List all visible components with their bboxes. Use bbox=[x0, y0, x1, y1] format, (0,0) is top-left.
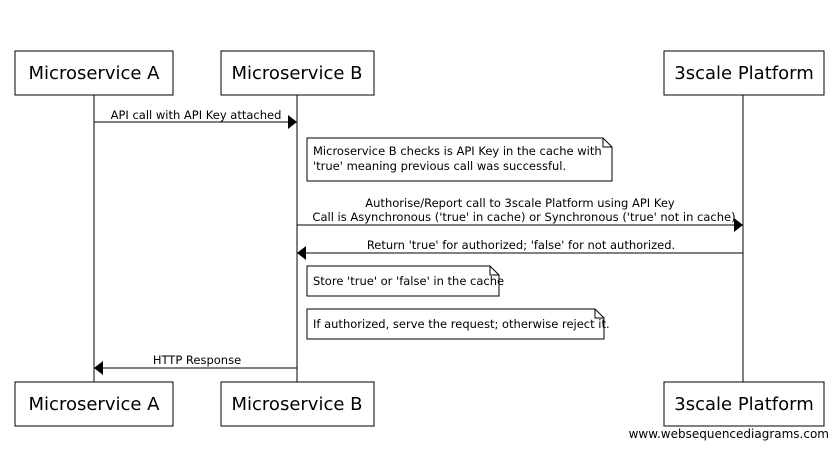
participant-label: Microservice B bbox=[232, 394, 363, 415]
arrow-head-right-icon bbox=[734, 218, 743, 232]
participant-label: 3scale Platform bbox=[674, 63, 813, 84]
message-api-call: API call with API Key attached bbox=[94, 108, 297, 129]
participant-bottom-microservice-b: Microservice B bbox=[220, 381, 375, 427]
participant-label: 3scale Platform bbox=[674, 394, 813, 415]
note-shape bbox=[306, 308, 605, 340]
message-label: Return 'true' for authorized; 'false' fo… bbox=[367, 238, 675, 252]
arrow-head-left-icon bbox=[297, 246, 306, 260]
arrow-head-right-icon bbox=[288, 115, 297, 129]
arrow-head-left-icon bbox=[94, 361, 103, 375]
participant-label: Microservice A bbox=[29, 63, 161, 84]
message-http-response: HTTP Response bbox=[94, 353, 297, 375]
note-store-cache: Store 'true' or 'false' in the cache bbox=[306, 265, 504, 297]
message-authorise-report: Authorise/Report call to 3scale Platform… bbox=[297, 196, 743, 232]
participant-bottom-microservice-a: Microservice A bbox=[14, 381, 174, 427]
note-fold-icon bbox=[489, 266, 499, 276]
note-fold-icon bbox=[594, 309, 604, 319]
message-return-authorization: Return 'true' for authorized; 'false' fo… bbox=[297, 238, 743, 260]
note-shape bbox=[306, 265, 500, 297]
message-label: Call is Asynchronous ('true' in cache) o… bbox=[312, 210, 735, 224]
note-line: Store 'true' or 'false' in the cache bbox=[313, 274, 504, 288]
message-label: Authorise/Report call to 3scale Platform… bbox=[365, 196, 675, 210]
note-fold-icon bbox=[602, 138, 612, 148]
message-label: HTTP Response bbox=[153, 353, 241, 367]
note-shape bbox=[306, 137, 613, 182]
note-line: If authorized, serve the request; otherw… bbox=[313, 317, 610, 331]
note-line: Microservice B checks is API Key in the … bbox=[313, 144, 602, 158]
participant-top-3scale-platform: 3scale Platform bbox=[663, 50, 825, 96]
note-cache-check: Microservice B checks is API Key in the … bbox=[306, 137, 613, 182]
participant-bottom-3scale-platform: 3scale Platform bbox=[663, 381, 825, 427]
participant-label: Microservice A bbox=[29, 394, 161, 415]
message-label: API call with API Key attached bbox=[111, 108, 282, 122]
note-line: 'true' meaning previous call was success… bbox=[313, 159, 566, 173]
participant-top-microservice-b: Microservice B bbox=[220, 50, 375, 96]
participant-top-microservice-a: Microservice A bbox=[14, 50, 174, 96]
participant-label: Microservice B bbox=[232, 63, 363, 84]
watermark-link[interactable]: www.websequencediagrams.com bbox=[629, 427, 829, 441]
note-serve-or-reject: If authorized, serve the request; otherw… bbox=[306, 308, 610, 340]
